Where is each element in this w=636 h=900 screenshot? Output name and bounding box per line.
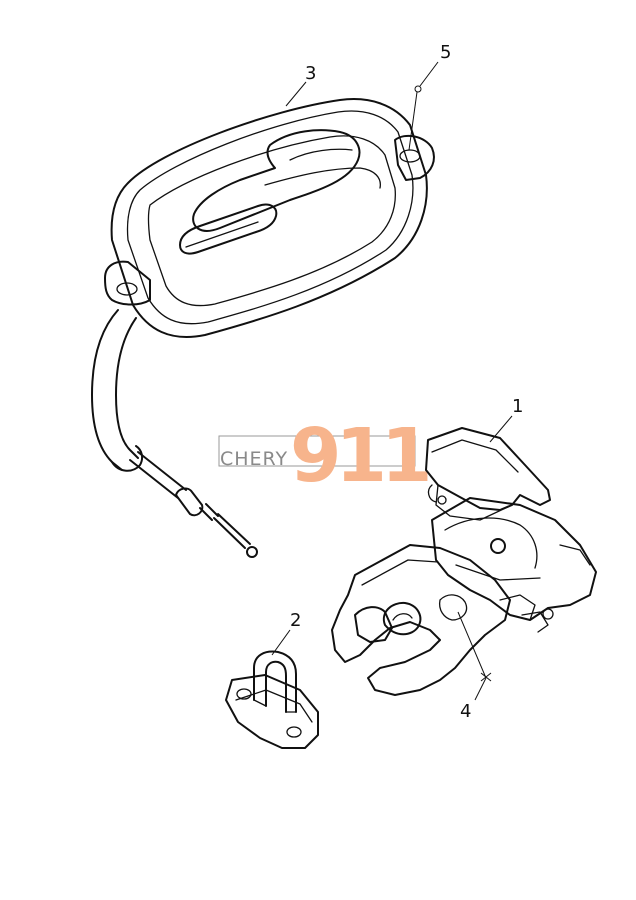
- leader-4: [474, 677, 487, 701]
- leader-1: [489, 415, 513, 443]
- callout-4: 4: [460, 701, 471, 722]
- leader-5: [419, 61, 439, 87]
- callout-3: 3: [305, 63, 316, 84]
- callouts: 1 2 3 4 5: [290, 42, 523, 722]
- part-3-inner-handle: [91, 98, 435, 558]
- leader-lines: [271, 61, 513, 701]
- watermark-brand: CHERY: [220, 448, 288, 470]
- leader-5-dot: [414, 85, 422, 93]
- callout-5: 5: [440, 42, 451, 63]
- leader-4-extension: [457, 611, 487, 679]
- leader-2: [271, 629, 291, 656]
- part-2-striker: [225, 650, 319, 749]
- part-1-lock-assembly: [331, 427, 597, 696]
- leader-5-extension: [408, 91, 418, 151]
- callout-1: 1: [512, 396, 523, 417]
- leader-4-cross: [480, 672, 492, 682]
- watermark-number: 911: [290, 413, 428, 499]
- watermark: CHERY 911: [218, 413, 434, 499]
- watermark-frame: [218, 435, 416, 467]
- leader-3: [285, 81, 307, 107]
- callout-2: 2: [290, 610, 301, 631]
